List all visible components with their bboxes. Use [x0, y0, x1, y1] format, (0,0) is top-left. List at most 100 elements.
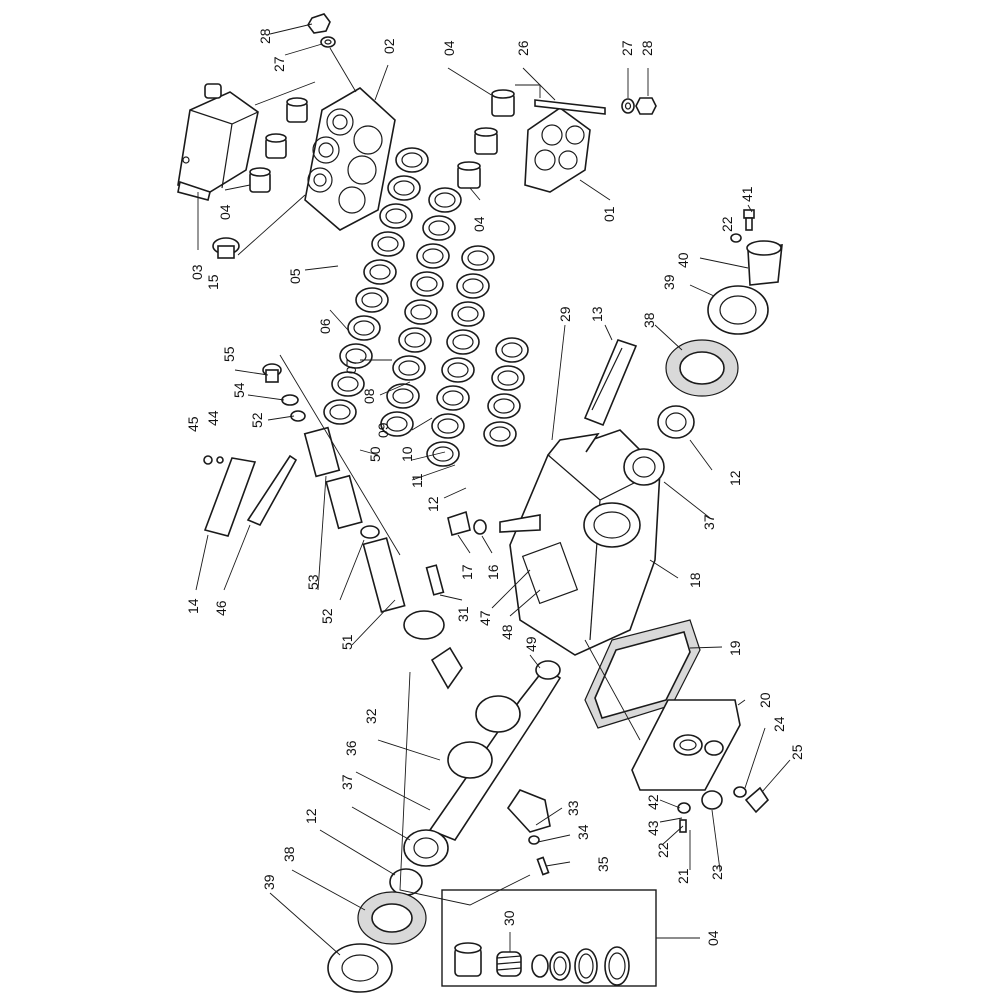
callout-label: 04 — [441, 40, 457, 56]
callout-label: 12 — [425, 496, 441, 512]
seal-ring — [422, 215, 456, 241]
callout-label: 45 — [185, 416, 201, 432]
callout-label: 35 — [595, 856, 611, 872]
callout-label: 46 — [213, 600, 229, 616]
seal-ring-inner — [353, 320, 375, 336]
callout-label: 47 — [477, 610, 493, 626]
callout-label: 04 — [471, 216, 487, 232]
callout-label: 50 — [367, 446, 383, 462]
plug-55 — [262, 363, 306, 422]
callout-label: 37 — [701, 514, 717, 530]
plug-15 — [212, 237, 240, 259]
oil-sight-parts — [677, 786, 770, 833]
seal-ring-inner — [467, 250, 489, 266]
callout-label: 49 — [523, 636, 539, 652]
callout-label: 30 — [501, 910, 517, 926]
callout-label: 52 — [249, 412, 265, 428]
callout-label: 53 — [305, 574, 321, 590]
callout-label: 18 — [687, 572, 703, 588]
seal-ring — [347, 315, 381, 341]
callout-label: 55 — [221, 346, 237, 362]
shim-38-top — [665, 339, 739, 397]
callout-label: 22 — [719, 216, 735, 232]
callout-label: 05 — [287, 268, 303, 284]
seal-ring — [410, 271, 444, 297]
seal-ring-inner — [497, 370, 519, 386]
seal-ring — [451, 301, 485, 327]
seal-ring-inner — [386, 416, 408, 432]
seal-ring — [387, 175, 421, 201]
seal-ring-inner — [428, 220, 450, 236]
seal-ring-inner — [447, 362, 469, 378]
callout-label: 48 — [499, 624, 515, 640]
seal-ring-inner — [432, 446, 454, 462]
seal-ring-inner — [416, 276, 438, 292]
seal-ring-inner — [457, 306, 479, 322]
seal-ring — [363, 259, 397, 285]
seal-ring — [487, 393, 521, 419]
callout-label: 29 — [557, 306, 573, 322]
callout-label: 36 — [343, 740, 359, 756]
callout-label: 39 — [261, 874, 277, 890]
nut-washer-left — [307, 13, 336, 48]
seal-ring-inner — [422, 248, 444, 264]
callout-label: 21 — [675, 868, 691, 884]
seal-ring — [436, 385, 470, 411]
callout-label: 20 — [757, 692, 773, 708]
seal-ring-inner — [393, 180, 415, 196]
seal-ring-inner — [442, 390, 464, 406]
seal-ring-inner — [452, 334, 474, 350]
seal-ring — [395, 147, 429, 173]
seal-ring — [446, 329, 480, 355]
seal-ring-inner — [401, 152, 423, 168]
seal-ring — [426, 441, 460, 467]
seal-ring-inner — [392, 388, 414, 404]
callout-label: 08 — [361, 388, 377, 404]
callout-label: 38 — [281, 846, 297, 862]
seal-ring — [323, 399, 357, 425]
seal-ring-inner — [493, 398, 515, 414]
seal-ring — [398, 327, 432, 353]
seal-ring-inner — [385, 208, 407, 224]
callout-label: 52 — [319, 608, 335, 624]
manifold-right — [524, 107, 591, 193]
callout-label: 51 — [339, 634, 355, 650]
seal-ring — [379, 203, 413, 229]
cover-13 — [583, 339, 638, 427]
callout-label: 03 — [189, 264, 205, 280]
callout-label: 28 — [257, 28, 273, 44]
callout-label: 14 — [185, 598, 201, 614]
callout-label: 54 — [231, 382, 247, 398]
callout-label: 07 — [343, 358, 359, 374]
seal-ring-inner — [398, 360, 420, 376]
seal-ring-inner — [377, 236, 399, 252]
seal-ring — [355, 287, 389, 313]
seal-ring-inner — [501, 342, 523, 358]
bearings-right — [623, 405, 695, 486]
seal-ring — [441, 357, 475, 383]
seal-ring-inner — [361, 292, 383, 308]
seal-ring — [380, 411, 414, 437]
callout-label: 42 — [645, 794, 661, 810]
callout-label: 26 — [515, 40, 531, 56]
callout-label: 38 — [641, 312, 657, 328]
crankshaft — [428, 660, 562, 841]
callout-label: 32 — [363, 708, 379, 724]
seal-ring-inner — [489, 426, 511, 442]
callout-label: 25 — [789, 744, 805, 760]
crankcase — [509, 429, 661, 656]
plunger-assembly — [303, 426, 445, 640]
callout-label: 12 — [303, 808, 319, 824]
callout-label: 22 — [655, 842, 671, 858]
bearing-cap-top — [707, 240, 783, 335]
bolt-41 — [730, 209, 755, 243]
callout-label: 09 — [375, 422, 391, 438]
seal-ring — [491, 365, 525, 391]
seal-ring — [386, 383, 420, 409]
callout-label: 28 — [639, 40, 655, 56]
stud-washer-nut-right — [534, 97, 657, 115]
manifold-head — [304, 87, 396, 231]
seal-ring — [428, 187, 462, 213]
connecting-rod — [430, 646, 551, 833]
